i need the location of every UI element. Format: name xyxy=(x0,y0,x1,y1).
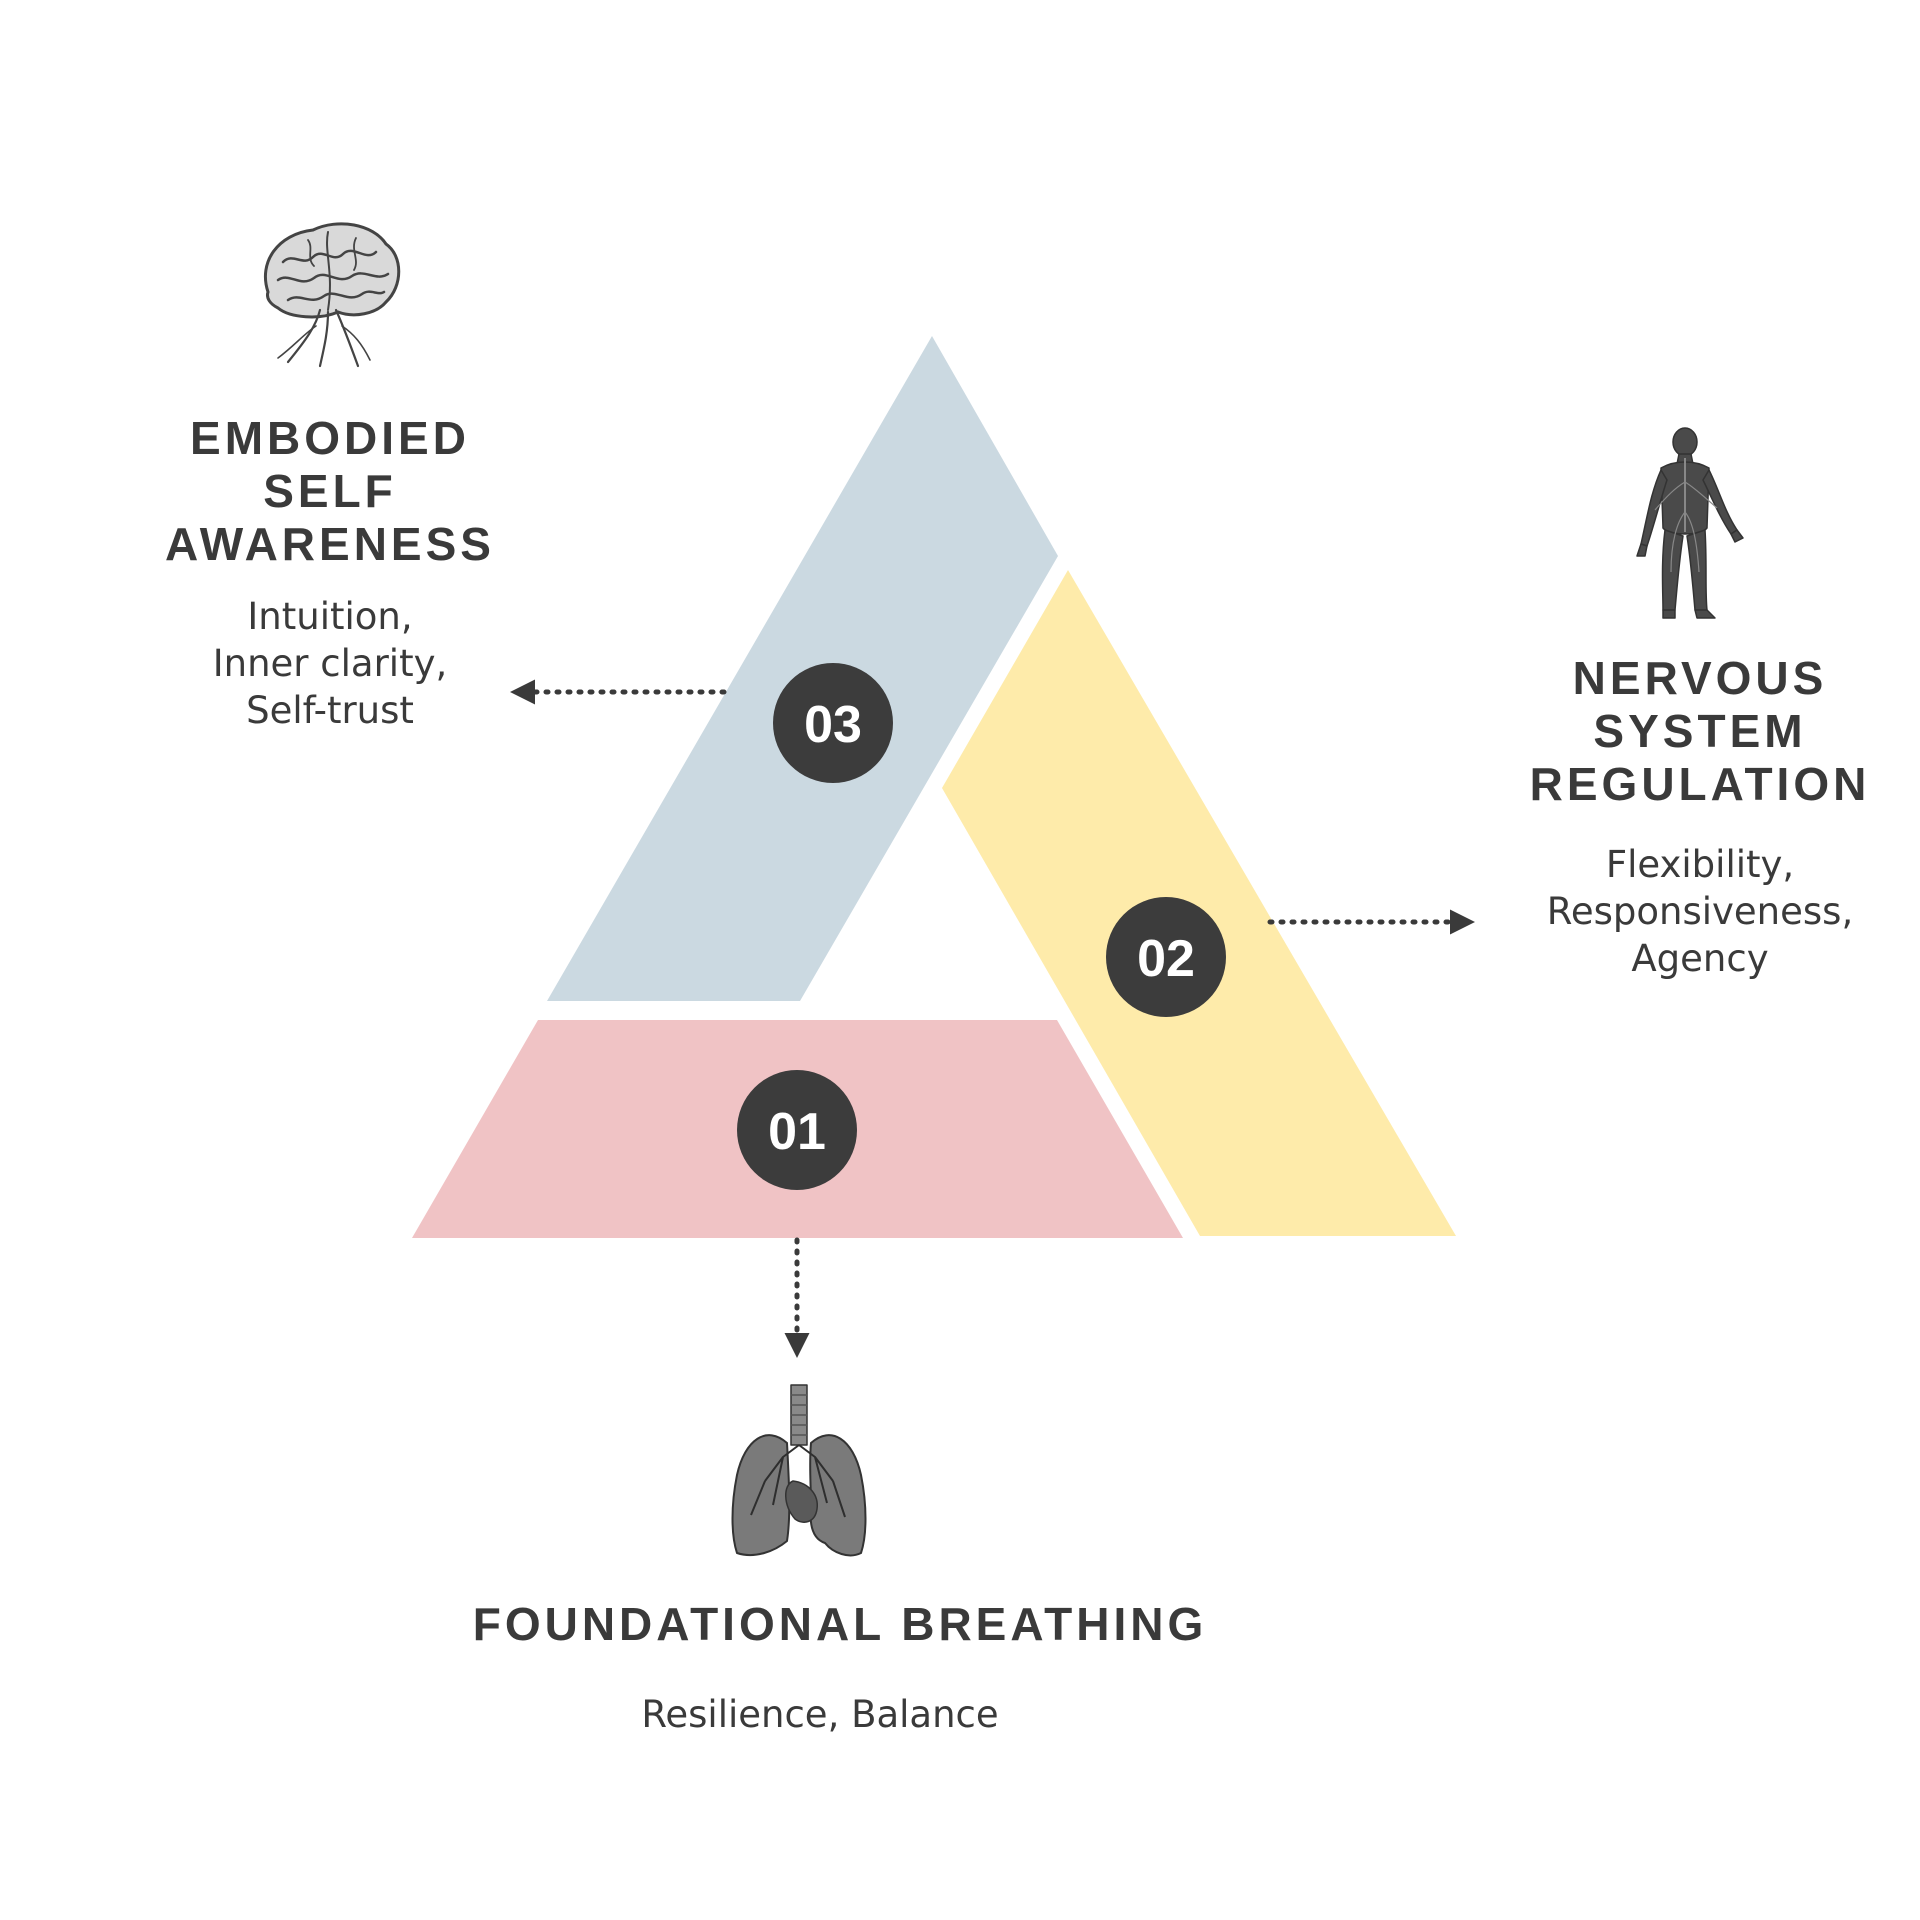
number-label-03: 03 xyxy=(804,696,862,754)
segment-02[interactable] xyxy=(942,570,1456,1236)
embodied-self-awareness-description: Intuition, Inner clarity, Self-trust xyxy=(212,595,448,732)
embodied-self-awareness-title: EMBODIED SELF AWARENESS xyxy=(165,412,495,570)
foundational-breathing-title: FOUNDATIONAL BREATHING xyxy=(472,1598,1208,1650)
segment-03[interactable] xyxy=(547,336,1058,1001)
nervous-system-regulation-title: NERVOUS SYSTEM REGULATION xyxy=(1529,652,1871,810)
embodied-self-awareness-block: EMBODIED SELF AWARENESS Intuition, Inner… xyxy=(90,412,570,734)
number-label-01: 01 xyxy=(768,1103,826,1161)
brain-icon xyxy=(263,222,401,368)
number-badge-03[interactable]: 03 xyxy=(773,663,893,783)
number-badge-01[interactable]: 01 xyxy=(737,1070,857,1190)
foundational-breathing-block: FOUNDATIONAL BREATHING Resilience, Balan… xyxy=(340,1598,1340,1738)
foundational-breathing-description: Resilience, Balance xyxy=(641,1693,999,1736)
nervous-system-regulation-block: NERVOUS SYSTEM REGULATION Flexibility, R… xyxy=(1480,652,1920,982)
lungs-icon xyxy=(731,1384,867,1557)
human-nervous-system-icon xyxy=(1636,427,1744,619)
number-badge-02[interactable]: 02 xyxy=(1106,897,1226,1017)
number-label-02: 02 xyxy=(1137,930,1195,988)
nervous-system-regulation-description: Flexibility, Responsiveness, Agency xyxy=(1546,843,1854,980)
